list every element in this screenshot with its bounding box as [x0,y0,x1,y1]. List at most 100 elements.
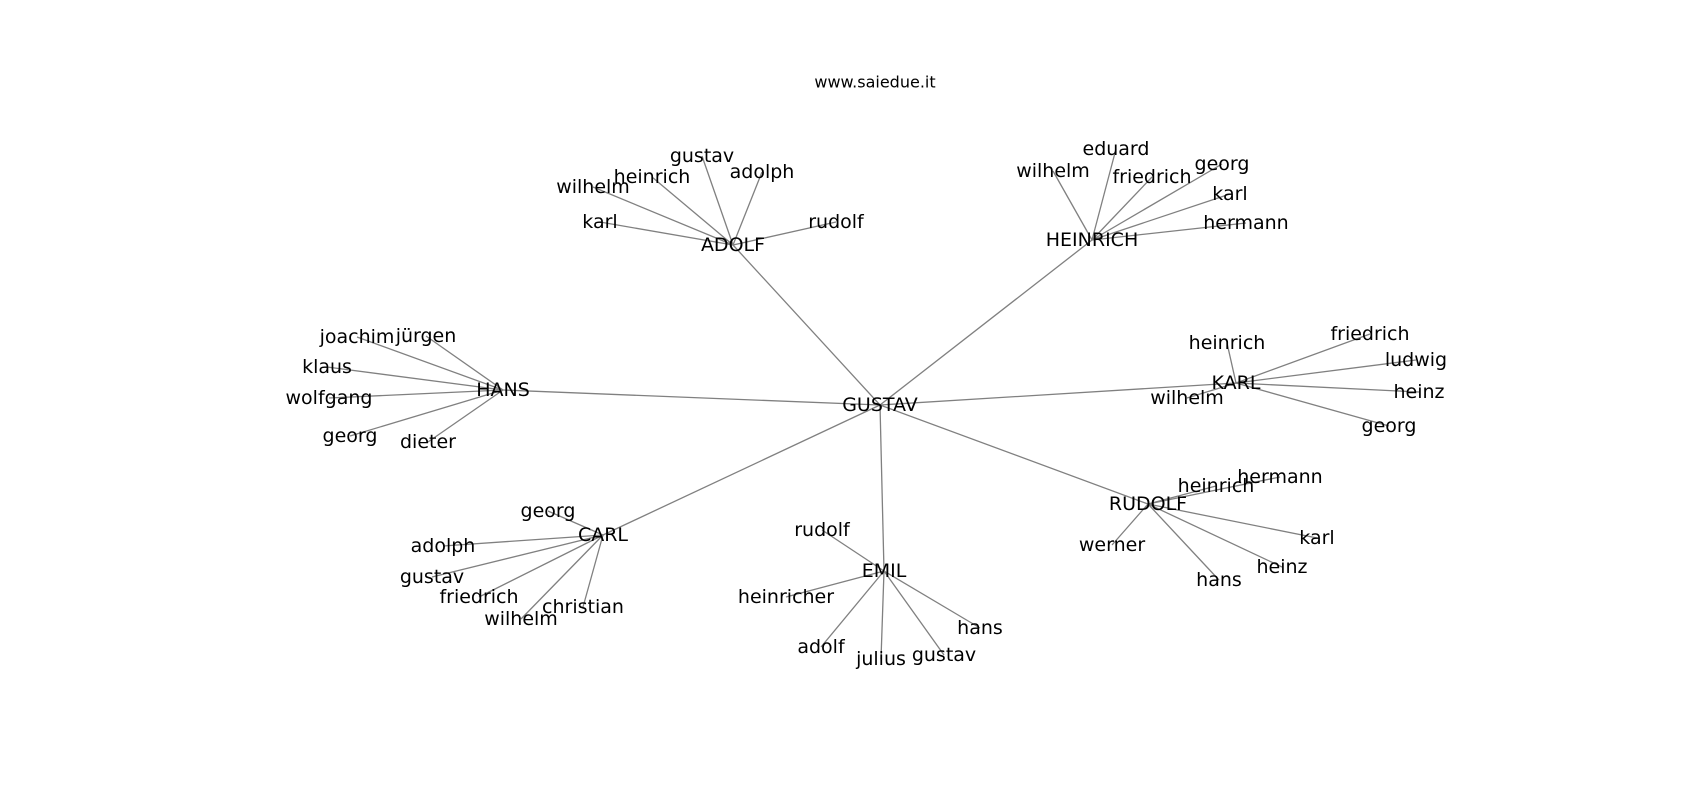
leaf-node-label: georg [521,500,576,522]
edge-emil-5 [883,570,981,629]
edge-emil-2 [820,570,885,648]
leaf-node-label: heinz [1256,556,1307,578]
leaf-node-label: georg [1195,153,1250,175]
edge-rudolf-2 [1111,503,1149,546]
edge-heinrich-2 [1091,176,1153,241]
hub-node-label-adolf: ADOLF [701,234,765,256]
edge-carl-3 [478,534,604,598]
edge-center-adolf [732,244,881,406]
leaf-node-label: heinz [1393,381,1444,403]
edge-adolf-1 [732,171,763,246]
leaf-node-label: heinrich [614,166,691,188]
edge-adolf-5 [732,221,837,246]
edge-rudolf-0 [1147,476,1281,505]
edge-karl-0 [1226,342,1237,384]
leaf-node-label: hans [957,617,1003,639]
hub-node-label-rudolf: RUDOLF [1109,493,1187,515]
edge-karl-4 [1235,382,1390,427]
edge-adolf-4 [599,221,734,246]
leaf-node-label: wilhelm [1150,387,1224,409]
leaf-node-label: heinrich [1189,332,1266,354]
leaf-node-label: hermann [1237,466,1322,488]
edge-heinrich-3 [1091,163,1223,241]
leaf-node-label: heinrich [1178,475,1255,497]
edge-karl-3 [1235,382,1420,393]
center-node-label: GUSTAV [842,394,918,416]
leaf-node-label: hans [1196,569,1242,591]
edge-adolf-3 [592,186,734,246]
edge-carl-1 [442,534,604,547]
leaf-node-label: karl [1299,527,1334,549]
edge-rudolf-5 [1147,503,1220,581]
leaf-node-label: wolfgang [286,387,373,409]
edge-karl-1 [1235,333,1371,384]
edge-carl-2 [431,534,604,578]
edge-center-karl [879,382,1237,406]
leaf-node-label: friedrich [1330,323,1409,345]
leaf-node-label: rudolf [808,211,865,233]
hub-node-label-heinrich: HEINRICH [1046,229,1138,251]
edge-hans-3 [328,389,504,399]
edge-heinrich-0 [1091,148,1117,241]
edge-rudolf-4 [1147,503,1283,568]
leaf-node-label: gustav [400,566,464,588]
leaf-node-label: julius [855,648,906,670]
edge-emil-1 [785,570,885,598]
hub-node-label-karl: KARL [1212,372,1261,394]
edge-heinrich-1 [1052,170,1093,241]
leaf-node-label: jürgen [395,325,457,347]
leaf-node-label: adolph [730,161,795,183]
leaf-node-label: ludwig [1385,349,1447,371]
leaf-node-label: adolph [411,535,476,557]
leaf-node-label: dieter [400,431,456,453]
leaf-node-label: wilhelm [556,176,630,198]
edge-layer [326,148,1420,660]
leaf-node-label: heinricher [738,586,834,608]
leaf-node-label: eduard [1083,138,1150,160]
leaf-node-label: werner [1079,534,1145,556]
edge-hans-5 [427,389,504,443]
leaf-node-label: friedrich [1112,166,1191,188]
leaf-node-label: georg [323,425,378,447]
edge-center-emil [879,404,885,572]
edge-center-heinrich [879,239,1093,406]
edge-rudolf-1 [1147,485,1217,505]
edge-center-carl [602,404,881,536]
hub-node-label-emil: EMIL [862,560,907,582]
edge-rudolf-3 [1147,503,1318,539]
leaf-node-label: rudolf [794,519,851,541]
edge-heinrich-5 [1091,222,1247,241]
leaf-node-label: klaus [302,356,352,378]
edge-hans-0 [356,336,504,391]
edge-center-rudolf [879,404,1149,505]
edge-emil-4 [883,570,945,656]
edge-karl-5 [1186,382,1237,399]
leaf-node-label: karl [1212,183,1247,205]
leaf-node-label: adolf [797,636,846,658]
leaf-node-label: georg [1362,415,1417,437]
edge-hans-2 [326,366,504,391]
edge-hans-1 [425,335,504,391]
leaf-node-label: hermann [1203,212,1288,234]
edge-carl-5 [582,534,604,608]
edge-center-hans [502,389,881,406]
leaf-node-label: wilhelm [1016,160,1090,182]
leaf-node-label: wilhelm [484,608,558,630]
edge-karl-2 [1235,359,1417,384]
edge-heinrich-4 [1091,193,1231,241]
edge-adolf-2 [651,176,734,246]
edge-hans-4 [349,389,504,437]
edge-emil-3 [880,570,885,660]
node-layer: GUSTAVADOLFgustavadolphheinrichwilhelmka… [286,138,1448,670]
leaf-node-label: christian [542,596,624,618]
site-watermark: www.saiedue.it [814,73,935,92]
edge-emil-0 [821,529,885,572]
edge-carl-0 [547,510,604,536]
leaf-node-label: gustav [670,145,734,167]
leaf-node-label: karl [582,211,617,233]
leaf-node-label: gustav [912,644,976,666]
edge-carl-4 [520,534,604,620]
edge-adolf-0 [701,155,734,246]
hub-node-label-hans: HANS [476,379,530,401]
